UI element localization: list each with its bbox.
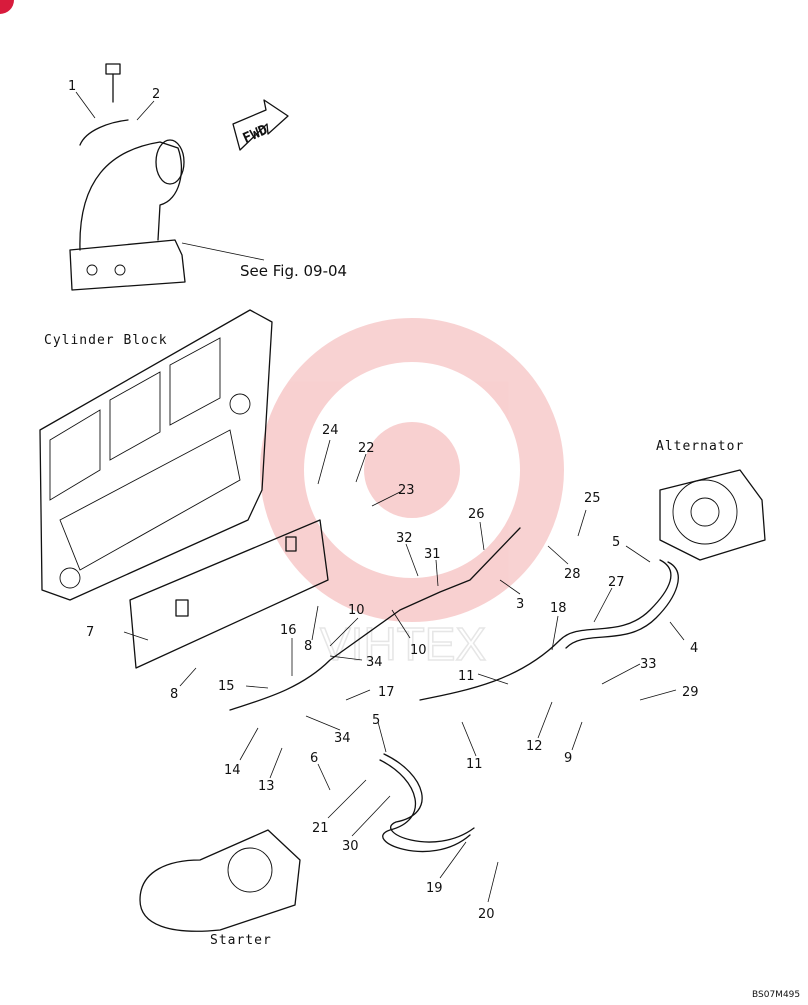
cable-4 [559, 559, 679, 649]
alternator [659, 469, 766, 561]
callout-12: 12 [526, 739, 543, 754]
callout-22: 22 [358, 441, 375, 456]
callout-7: 7 [86, 625, 94, 640]
callout-18: 18 [550, 601, 567, 616]
callout-10-a: 10 [348, 603, 365, 618]
callout-13: 13 [258, 779, 275, 794]
callout-28: 28 [564, 567, 581, 582]
callout-10-b: 10 [410, 643, 427, 658]
harness-wire [229, 527, 561, 711]
leader-lines [75, 91, 685, 903]
callout-8-b: 8 [170, 687, 178, 702]
callout-4: 4 [690, 641, 698, 656]
callout-9: 9 [564, 751, 572, 766]
bolt-1 [105, 63, 121, 103]
callout-3: 3 [516, 597, 524, 612]
forward-arrow-icon [232, 99, 289, 151]
callout-2: 2 [152, 87, 160, 102]
drawing-code: BS07M495 [752, 990, 800, 1000]
watermark-text: VIHTEX [320, 618, 486, 670]
callout-34-b: 34 [334, 731, 351, 746]
cylinder-block-label: Cylinder Block [44, 333, 168, 348]
callout-30: 30 [342, 839, 359, 854]
see-fig-reference: See Fig. 09-04 [240, 262, 347, 280]
callout-16: 16 [280, 623, 297, 638]
callout-27: 27 [608, 575, 625, 590]
cylinder-block [39, 309, 273, 601]
callout-1: 1 [68, 79, 76, 94]
callout-23: 23 [398, 483, 415, 498]
alternator-label: Alternator [656, 439, 744, 454]
starter-motor [139, 829, 301, 932]
callout-25: 25 [584, 491, 601, 506]
corner-mark-icon [0, 0, 14, 14]
callout-5-top: 5 [612, 535, 620, 550]
callout-14: 14 [224, 763, 241, 778]
starter-label: Starter [210, 933, 272, 948]
callout-32: 32 [396, 531, 413, 546]
callout-6: 6 [310, 751, 318, 766]
callout-5-bottom: 5 [372, 713, 380, 728]
sensor-wire [79, 119, 129, 146]
callout-8-a: 8 [304, 639, 312, 654]
exhaust-elbow [69, 139, 186, 291]
callout-19: 19 [426, 881, 443, 896]
callout-11-a: 11 [458, 669, 475, 684]
callout-29: 29 [682, 685, 699, 700]
callout-20: 20 [478, 907, 495, 922]
callout-21: 21 [312, 821, 329, 836]
cable-30 [379, 753, 475, 853]
callout-34-a: 34 [366, 655, 383, 670]
callout-33: 33 [640, 657, 657, 672]
callout-15: 15 [218, 679, 235, 694]
harness-bracket-plate [129, 519, 329, 669]
callout-26: 26 [468, 507, 485, 522]
callout-24: 24 [322, 423, 339, 438]
watermark-logo [260, 318, 564, 622]
callout-11-b: 11 [466, 757, 483, 772]
callout-17: 17 [378, 685, 395, 700]
callout-31: 31 [424, 547, 441, 562]
